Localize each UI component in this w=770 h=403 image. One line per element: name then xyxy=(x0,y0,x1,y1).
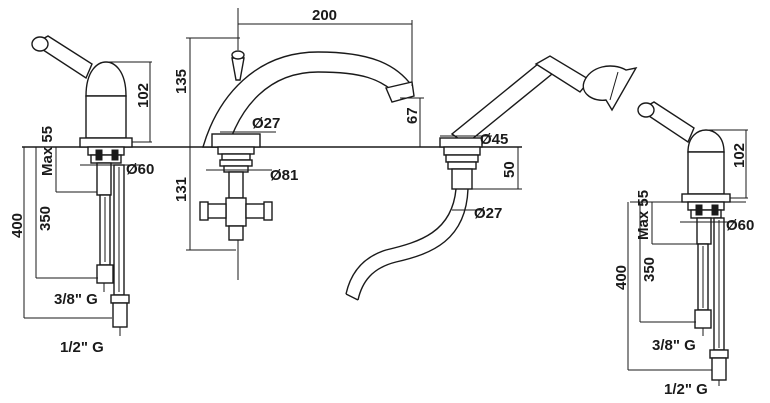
spout-nut-4 xyxy=(223,165,249,173)
right-fitting-1-2 xyxy=(711,357,727,381)
holder-nut-3 xyxy=(447,161,477,170)
left-valve-flange xyxy=(79,137,133,148)
holder-nut-1 xyxy=(443,146,481,156)
left-nut-1 xyxy=(87,146,125,156)
spout-outlet xyxy=(385,81,415,103)
left-nut-mark-2 xyxy=(111,149,119,161)
right-valve-flange xyxy=(681,193,731,203)
spout-nut-3 xyxy=(219,159,253,167)
right-nut-1 xyxy=(687,201,725,211)
left-dim-dia60: Ø60 xyxy=(126,161,154,178)
holder-dim-dia27: Ø27 xyxy=(474,205,502,222)
right-fitting-1-2-nut xyxy=(709,349,729,359)
spout-base xyxy=(211,133,261,148)
spout-dim-135: 135 xyxy=(173,69,190,94)
right-dim-102: 102 xyxy=(731,143,748,168)
right-valve-dome xyxy=(687,129,725,153)
right-dim-max55: Max 55 xyxy=(635,190,652,240)
right-dim-350: 350 xyxy=(641,257,658,282)
right-valve-body xyxy=(687,151,725,195)
spout-tee-right xyxy=(245,203,267,219)
right-thread-1-2: 1/2" G xyxy=(664,381,708,398)
spout-tee-body xyxy=(225,197,247,227)
spout-dim-200: 200 xyxy=(312,7,337,24)
left-dim-102: 102 xyxy=(135,83,152,108)
holder-dim-50: 50 xyxy=(501,161,518,178)
handshower-hose-edge-2 xyxy=(357,188,469,301)
handshower-head xyxy=(582,65,638,112)
handshower-face xyxy=(609,71,619,101)
spout-dim-67: 67 xyxy=(404,107,421,124)
right-dim-400: 400 xyxy=(613,265,630,290)
holder-dim-dia45: Ø45 xyxy=(480,131,508,148)
left-fitting-3-8 xyxy=(96,264,114,284)
left-dim-max55: Max 55 xyxy=(39,126,56,176)
spout-nut-1 xyxy=(217,146,255,155)
left-dim-400: 400 xyxy=(9,213,26,238)
spout-dim-dia81: Ø81 xyxy=(270,167,298,184)
spout-indicator-top xyxy=(231,50,245,60)
right-valve: 102 Max 55 Ø60 400 350 3/8" G 1/2" G xyxy=(613,101,754,398)
spout-dim-131: 131 xyxy=(173,177,190,202)
handshower-hose-end xyxy=(345,293,359,301)
spout-tee-left-nut xyxy=(199,201,209,221)
left-valve: 102 Max 55 Ø60 400 350 3/8" G 1/2" G xyxy=(9,35,154,356)
left-thread-1-2: 1/2" G xyxy=(60,339,104,356)
right-dim-dia60: Ø60 xyxy=(726,217,754,234)
left-shank xyxy=(96,162,112,196)
left-nut-mark xyxy=(95,149,103,161)
right-fitting-3-8 xyxy=(694,309,712,329)
spout-tee-left xyxy=(205,203,227,219)
left-dim-350: 350 xyxy=(37,206,54,231)
left-valve-dome xyxy=(85,61,127,97)
left-fitting-1-2 xyxy=(112,302,128,328)
holder-nut-2 xyxy=(445,154,479,163)
holder-flange xyxy=(439,137,483,148)
spout: 200 135 67 Ø27 Ø81 131 xyxy=(173,7,424,280)
right-lever-knob xyxy=(637,102,655,118)
left-fitting-1-2-nut xyxy=(110,294,130,304)
spout-indicator xyxy=(231,57,245,81)
spout-dim-dia27: Ø27 xyxy=(252,115,280,132)
holder-shank xyxy=(451,168,473,190)
left-lever-knob xyxy=(31,36,49,52)
right-nut-mark xyxy=(695,204,703,216)
spout-shank xyxy=(228,171,244,199)
left-valve-body xyxy=(85,95,127,139)
right-nut-mark-2 xyxy=(711,204,719,216)
handshower-hose-edge-1 xyxy=(345,188,457,295)
left-thread-3-8: 3/8" G xyxy=(54,291,98,308)
spout-bottom-nut xyxy=(228,225,244,241)
handshower: Ø45 50 Ø27 xyxy=(345,55,638,301)
spout-tee-right-nut xyxy=(263,201,273,221)
right-thread-3-8: 3/8" G xyxy=(652,337,696,354)
spout-nut-2 xyxy=(221,153,251,161)
